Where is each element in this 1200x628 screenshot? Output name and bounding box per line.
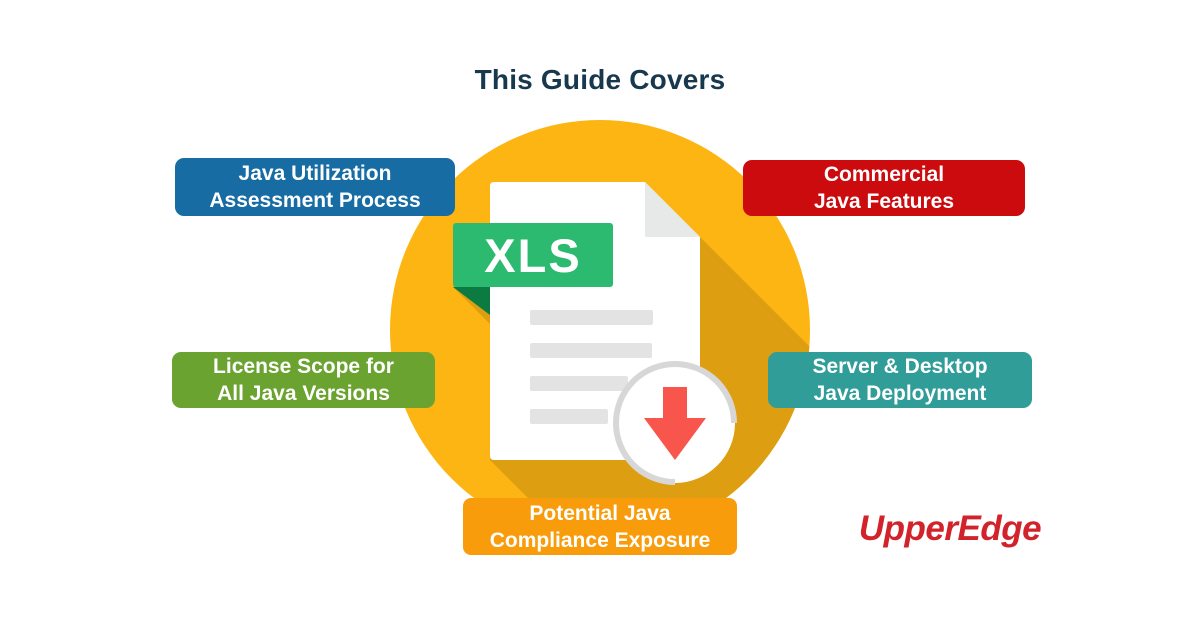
label-license-scope: License Scope for All Java Versions xyxy=(172,352,435,408)
label-compliance-exposure: Potential Java Compliance Exposure xyxy=(463,498,737,555)
label-line: Java Utilization xyxy=(238,162,392,185)
label-server-desktop: Server & Desktop Java Deployment xyxy=(768,352,1032,408)
upperedge-logo: UpperEdge xyxy=(858,509,1042,548)
xls-badge-fold-icon xyxy=(453,287,490,315)
xls-download-svg: XLS xyxy=(390,120,810,540)
label-line: Commercial xyxy=(823,163,945,186)
xls-download-graphic: XLS xyxy=(385,115,815,545)
label-line: Server & Desktop xyxy=(812,355,988,378)
label-line: Assessment Process xyxy=(209,189,421,212)
text-line xyxy=(530,310,653,325)
xls-badge xyxy=(453,223,613,287)
label-line: License Scope for xyxy=(213,355,394,378)
label-commercial-features: Commercial Java Features xyxy=(743,160,1025,216)
text-line xyxy=(530,376,628,391)
label-line: All Java Versions xyxy=(217,382,390,405)
text-line xyxy=(530,409,608,424)
label-java-utilization: Java Utilization Assessment Process xyxy=(175,158,455,216)
download-ring-icon xyxy=(613,361,737,485)
label-line: Java Features xyxy=(813,190,955,213)
page-title: This Guide Covers xyxy=(474,64,726,95)
xls-badge-label: XLS xyxy=(484,229,581,282)
download-arrow-head-icon xyxy=(644,418,706,460)
label-line: Potential Java xyxy=(529,501,671,525)
label-line: Java Deployment xyxy=(813,382,987,405)
label-line: Compliance Exposure xyxy=(489,528,711,552)
download-arrow-stem-icon xyxy=(663,387,687,421)
text-line xyxy=(530,343,652,358)
page-fold-icon xyxy=(645,182,700,237)
